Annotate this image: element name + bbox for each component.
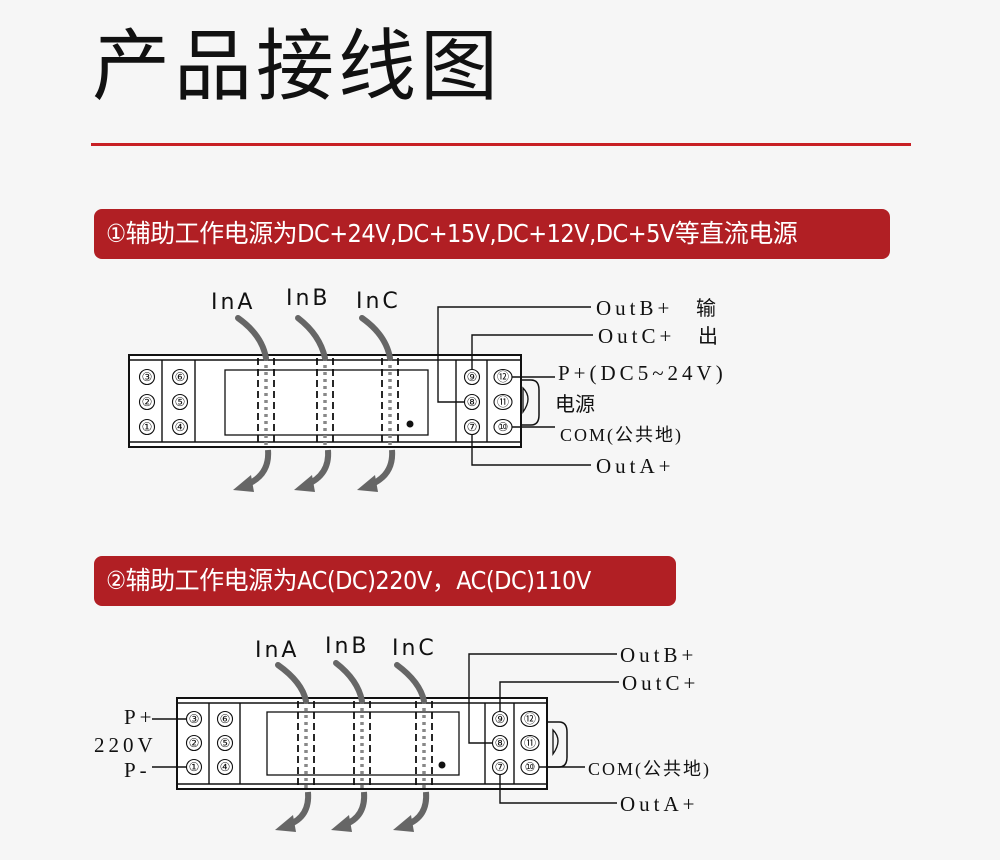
input-label-b: InB bbox=[325, 634, 370, 659]
terminal-9: ⑨ bbox=[467, 370, 478, 384]
output-label-c: OutC+ bbox=[598, 324, 675, 348]
power-word-label: 电源 bbox=[555, 392, 595, 416]
input-label-a: InA bbox=[211, 290, 255, 315]
module-body bbox=[128, 354, 540, 448]
page-title: 产品接线图 bbox=[92, 22, 503, 112]
output-wires bbox=[437, 306, 593, 466]
terminal-9: ⑨ bbox=[495, 712, 506, 726]
power-minus-label: P- bbox=[124, 758, 151, 782]
output-label-a: OutA+ bbox=[620, 792, 699, 816]
power-wires bbox=[152, 718, 186, 768]
output-label-c: OutC+ bbox=[622, 671, 699, 695]
input-label-c: InC bbox=[392, 636, 437, 661]
terminal-1: ① bbox=[142, 420, 153, 434]
power-voltage-label: 220V bbox=[94, 733, 157, 757]
input-arrow-b bbox=[294, 315, 332, 492]
terminal-4: ④ bbox=[175, 420, 186, 434]
com-label: COM(公共地) bbox=[588, 759, 711, 780]
input-label-a: InA bbox=[255, 638, 299, 663]
terminal-10: ⑩ bbox=[498, 420, 509, 434]
terminal-2: ② bbox=[142, 395, 153, 409]
ct-window-a bbox=[257, 358, 275, 448]
com-label: COM(公共地) bbox=[560, 425, 683, 446]
input-label-c: InC bbox=[356, 289, 401, 314]
power-plus-label: P+ bbox=[124, 705, 156, 729]
left-terminal-block: ③ ② ① ⑥ ⑤ ④ bbox=[138, 368, 189, 436]
ct-window-c bbox=[381, 358, 399, 448]
input-arrow-b bbox=[331, 660, 368, 832]
output-wires bbox=[468, 653, 619, 804]
output-label-b: OutB+ bbox=[596, 296, 673, 320]
section-1-banner: ①辅助工作电源为DC+24V,DC+15V,DC+12V,DC+5V等直流电源 bbox=[94, 209, 890, 259]
title-divider bbox=[91, 143, 911, 146]
power-plus-label: P+(DC5~24V) bbox=[558, 361, 727, 385]
terminal-4: ④ bbox=[220, 760, 231, 774]
wiring-diagram-ac: ③ ② ① ⑥ ⑤ ④ ⑨ ⑧ ⑦ ⑫ ⑪ ⑩ bbox=[94, 634, 711, 832]
terminal-11: ⑪ bbox=[497, 395, 509, 409]
terminal-6: ⑥ bbox=[175, 370, 186, 384]
ct-window-a bbox=[297, 701, 315, 790]
input-arrow-c bbox=[357, 315, 396, 492]
output-word-2: 出 bbox=[698, 324, 718, 348]
output-label-b: OutB+ bbox=[620, 643, 697, 667]
terminal-7: ⑦ bbox=[467, 420, 478, 434]
input-arrow-c bbox=[393, 662, 430, 832]
terminal-8: ⑧ bbox=[467, 395, 478, 409]
section-2-banner: ②辅助工作电源为AC(DC)220V，AC(DC)110V bbox=[94, 556, 676, 606]
terminal-12: ⑫ bbox=[524, 712, 536, 726]
terminal-6: ⑥ bbox=[220, 712, 231, 726]
ct-window-b bbox=[316, 358, 334, 448]
terminal-11: ⑪ bbox=[524, 736, 536, 750]
left-terminal-block: ③ ② ① ⑥ ⑤ ④ bbox=[185, 710, 234, 776]
terminal-12: ⑫ bbox=[497, 370, 509, 384]
terminal-5: ⑤ bbox=[175, 395, 186, 409]
terminal-10: ⑩ bbox=[525, 760, 536, 774]
terminal-1: ① bbox=[189, 760, 200, 774]
module-body bbox=[176, 697, 568, 790]
ct-window-b bbox=[353, 701, 371, 790]
terminal-7: ⑦ bbox=[495, 760, 506, 774]
terminal-3: ③ bbox=[189, 712, 200, 726]
wiring-diagram-dc: ③ ② ① ⑥ ⑤ ④ ⑨ ⑧ ⑦ ⑫ ⑪ ⑩ bbox=[128, 286, 727, 492]
terminal-5: ⑤ bbox=[220, 736, 231, 750]
output-label-a: OutA+ bbox=[596, 454, 675, 478]
ct-window-c bbox=[415, 701, 433, 790]
input-arrow-a bbox=[233, 315, 272, 492]
terminal-2: ② bbox=[189, 736, 200, 750]
input-label-b: InB bbox=[286, 286, 331, 311]
terminal-8: ⑧ bbox=[495, 736, 506, 750]
terminal-3: ③ bbox=[142, 370, 153, 384]
output-word-1: 输 bbox=[696, 296, 716, 320]
input-arrow-a bbox=[275, 662, 312, 832]
